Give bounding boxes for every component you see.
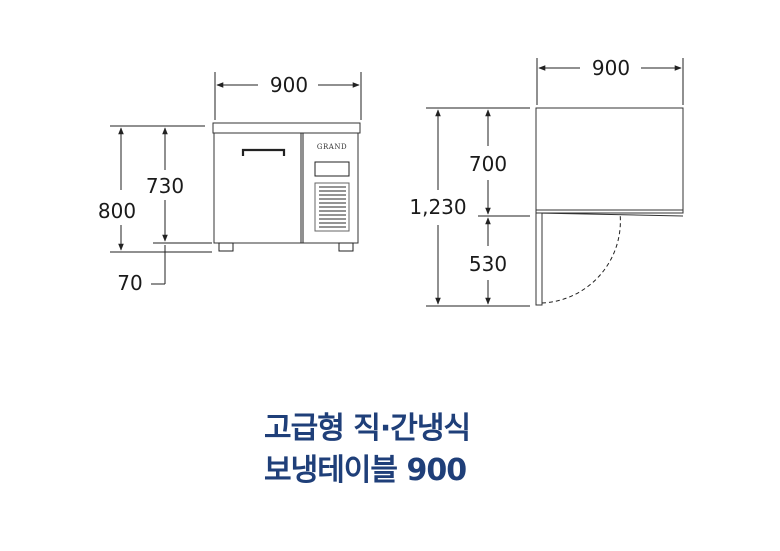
door-swing-arc: [541, 212, 621, 304]
cabinet-body: [213, 132, 359, 244]
side-total-depth-label: 1,230: [409, 195, 466, 219]
front-view: [110, 72, 362, 285]
front-width-label: 900: [270, 73, 308, 97]
leg-right: [338, 242, 354, 252]
front-body-height-label: 730: [146, 174, 184, 198]
open-door: [535, 212, 543, 306]
door-handle: [241, 148, 286, 156]
front-leg-height-label: 70: [117, 271, 142, 295]
display-panel: [314, 161, 350, 177]
leg-left: [218, 242, 234, 252]
front-total-height-label: 800: [98, 199, 136, 223]
caption-title: 고급형 직·간냉식: [264, 411, 471, 446]
side-view: [426, 58, 684, 307]
caption-subtitle: 보냉테이블 900: [264, 453, 467, 488]
side-body-depth-label: 700: [469, 152, 507, 176]
countertop: [212, 122, 361, 134]
side-depth-label: 900: [592, 56, 630, 80]
side-door-swing-label: 530: [469, 252, 507, 276]
brand-logo-text: GRAND: [317, 143, 347, 151]
cabinet-side: [535, 107, 684, 214]
vent-grille: [319, 186, 346, 228]
